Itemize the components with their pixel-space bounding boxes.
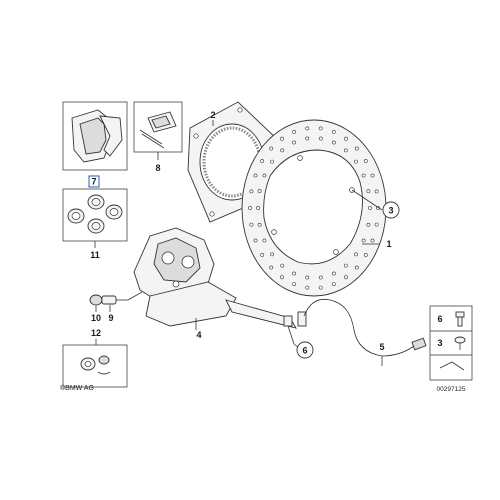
leader-disc-bolt bbox=[351, 189, 383, 211]
label-disc: 1 bbox=[386, 239, 391, 249]
bolt-callout bbox=[296, 341, 314, 359]
label-cap: 10 bbox=[91, 313, 101, 323]
disc-hole bbox=[361, 173, 366, 178]
disc-hole bbox=[366, 222, 371, 227]
label-legend-screw: 3 bbox=[437, 338, 442, 348]
disc-hole bbox=[363, 253, 368, 257]
disc-hole bbox=[305, 136, 310, 141]
disc-hole bbox=[305, 285, 310, 290]
disc-hole bbox=[374, 189, 379, 194]
disc-hole bbox=[354, 265, 359, 270]
label-repair-kit: 12 bbox=[91, 328, 101, 338]
disc-hole bbox=[292, 282, 297, 287]
disc-hole bbox=[368, 206, 372, 210]
disc-hole bbox=[253, 173, 258, 178]
disc-hole bbox=[280, 263, 285, 268]
label-caliper: 4 bbox=[196, 330, 201, 340]
label-bolt: 6 bbox=[302, 346, 307, 356]
disc-hole bbox=[270, 159, 275, 164]
disc-hole bbox=[353, 252, 358, 257]
pad-springs-box[interactable] bbox=[133, 101, 183, 153]
pads-label-box bbox=[88, 175, 100, 188]
label-legend-bolt: 6 bbox=[437, 314, 442, 324]
disc-hole bbox=[262, 238, 267, 243]
disc-hole bbox=[370, 173, 375, 178]
disc-drill-holes bbox=[248, 126, 380, 290]
disc-hole bbox=[269, 265, 274, 270]
label-sensor: 5 bbox=[379, 342, 384, 352]
disc-hole bbox=[292, 271, 297, 276]
disc-hole bbox=[248, 206, 252, 210]
disc-hole bbox=[354, 146, 359, 151]
disc-hole bbox=[331, 282, 336, 287]
catalog-number: 00297125 bbox=[437, 386, 466, 393]
disc-hole bbox=[343, 263, 348, 268]
disc-hole bbox=[269, 146, 274, 151]
disc-hole bbox=[257, 189, 262, 194]
brake-disc[interactable] bbox=[241, 119, 387, 297]
disc-hole bbox=[370, 238, 375, 243]
disc-hole bbox=[305, 275, 310, 280]
disc-hole bbox=[344, 275, 348, 280]
disc-hole bbox=[249, 189, 254, 194]
disc-hole bbox=[280, 136, 284, 141]
brake-caliper[interactable] bbox=[133, 227, 297, 329]
disc-hole bbox=[249, 222, 254, 227]
disc-hole bbox=[353, 159, 358, 164]
disc-hole bbox=[318, 136, 323, 141]
disc-bolt-callout bbox=[382, 201, 400, 219]
disc-hole bbox=[260, 253, 265, 257]
label-pads: 7 bbox=[91, 177, 96, 187]
label-disc-bolt: 3 bbox=[388, 206, 393, 216]
bolt-icon bbox=[455, 311, 465, 327]
disc-hole bbox=[361, 238, 366, 243]
abs-sensor[interactable] bbox=[297, 298, 427, 357]
screw-icon bbox=[454, 336, 466, 350]
disc-hole bbox=[262, 173, 267, 178]
disc-hole bbox=[280, 275, 284, 280]
disc-hole bbox=[257, 222, 262, 227]
disc-hole bbox=[270, 252, 275, 257]
disc-hole bbox=[260, 159, 265, 163]
disc-hole bbox=[318, 275, 323, 280]
disc-hole bbox=[280, 148, 285, 153]
disc-hole bbox=[256, 206, 260, 210]
bleed-valve-assembly[interactable] bbox=[89, 291, 143, 306]
disc-hole bbox=[366, 189, 371, 194]
disc-hole bbox=[363, 159, 368, 163]
brake-pads-box[interactable] bbox=[62, 101, 128, 171]
disc-hole bbox=[331, 129, 336, 134]
disc-hole bbox=[374, 222, 379, 227]
legend-panel bbox=[429, 305, 473, 381]
disc-hole bbox=[318, 126, 323, 131]
disc-hole bbox=[331, 271, 336, 276]
disc-hole bbox=[305, 126, 310, 131]
label-pad-springs: 8 bbox=[155, 163, 160, 173]
caliper-bolt[interactable] bbox=[283, 315, 295, 345]
seal-kit-box[interactable] bbox=[62, 188, 128, 242]
disc-hole bbox=[331, 140, 336, 145]
disc-hole bbox=[253, 238, 258, 243]
wrench-icon bbox=[439, 361, 465, 371]
copyright: ©BMW AG bbox=[60, 384, 94, 392]
disc-hole bbox=[292, 129, 297, 134]
label-sensor-ring: 2 bbox=[210, 110, 215, 120]
disc-hole bbox=[318, 285, 323, 290]
disc-hole bbox=[292, 140, 297, 145]
disc-hole bbox=[343, 148, 348, 153]
label-bleed-valve: 9 bbox=[108, 313, 113, 323]
label-seal-kit: 11 bbox=[90, 250, 100, 260]
repair-kit-box[interactable] bbox=[62, 344, 128, 388]
disc-hole bbox=[344, 136, 348, 141]
